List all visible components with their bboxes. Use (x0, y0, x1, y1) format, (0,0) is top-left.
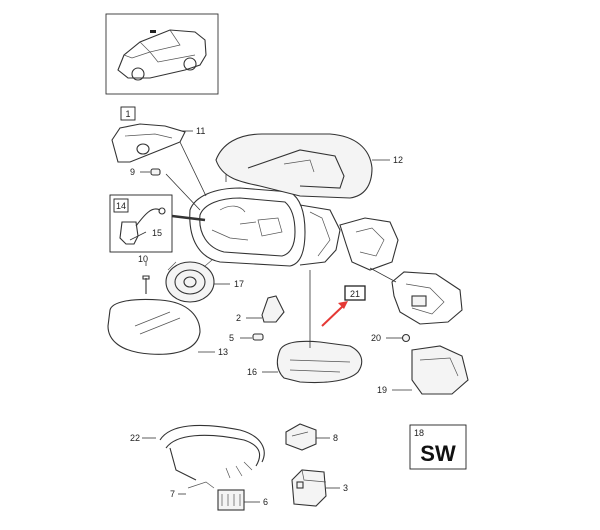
callout-10: 10 (138, 254, 148, 264)
part-11-lamp-housing (111, 123, 193, 163)
callout-13: 13 (218, 347, 228, 357)
part-8-switch (285, 423, 330, 451)
callout-12: 12 (393, 155, 403, 165)
callout-6: 6 (263, 497, 268, 507)
vehicle-thumbnail (105, 13, 219, 95)
highlight-arrowhead (338, 301, 348, 309)
callout-box-1: 1 (120, 106, 136, 121)
callout-2: 2 (236, 313, 241, 323)
callout-7: 7 (170, 489, 175, 499)
callout-11: 11 (196, 126, 205, 136)
callout-9: 9 (130, 167, 135, 177)
part-16-lower-cover (262, 340, 363, 384)
callout-20: 20 (371, 333, 381, 343)
callout-15: 15 (152, 228, 162, 238)
part-14-lamp-assembly-box: 14 15 (109, 194, 173, 253)
callout-16: 16 (247, 367, 257, 377)
part-20-nut (386, 333, 411, 343)
callout-22: 22 (130, 433, 140, 443)
callout-21: 21 (350, 289, 360, 299)
part-4-mirror-housing (189, 170, 341, 267)
leader-bracket-to-base (369, 267, 397, 283)
part-2-clip (246, 295, 285, 323)
part-5-pin (240, 333, 264, 341)
part-7-terminal (178, 481, 215, 495)
part-10-screw (142, 262, 150, 294)
part-12-mirror-cover (215, 133, 390, 199)
callout-8: 8 (333, 433, 338, 443)
part-21-mirror-base (391, 271, 463, 325)
callout-19: 19 (377, 385, 387, 395)
part-3-control-unit (291, 469, 340, 507)
callout-14: 14 (116, 201, 126, 211)
callout-3: 3 (343, 483, 348, 493)
callout-box-21: 21 (344, 285, 366, 301)
part-19-base-cover (392, 345, 469, 395)
leader-lamp-to-housing (179, 141, 207, 197)
market-code-label: SW (420, 441, 456, 466)
callout-18: 18 (414, 428, 424, 438)
part-6-connector (217, 489, 260, 511)
part-13-mirror-glass (107, 298, 215, 355)
callout-17: 17 (234, 279, 244, 289)
part-22-wiring-harness (142, 424, 265, 481)
part-17-adjustment-motor (165, 259, 230, 303)
callout-5: 5 (229, 333, 234, 343)
car-icon (117, 29, 207, 81)
leader-bulb-to-housing (165, 173, 201, 211)
part-9-bulb (140, 168, 161, 176)
callout-label-1: 1 (125, 109, 130, 119)
highlight-arrow (321, 305, 344, 327)
part-base-bracket (339, 217, 399, 271)
market-code-box: 18 SW (409, 424, 467, 470)
